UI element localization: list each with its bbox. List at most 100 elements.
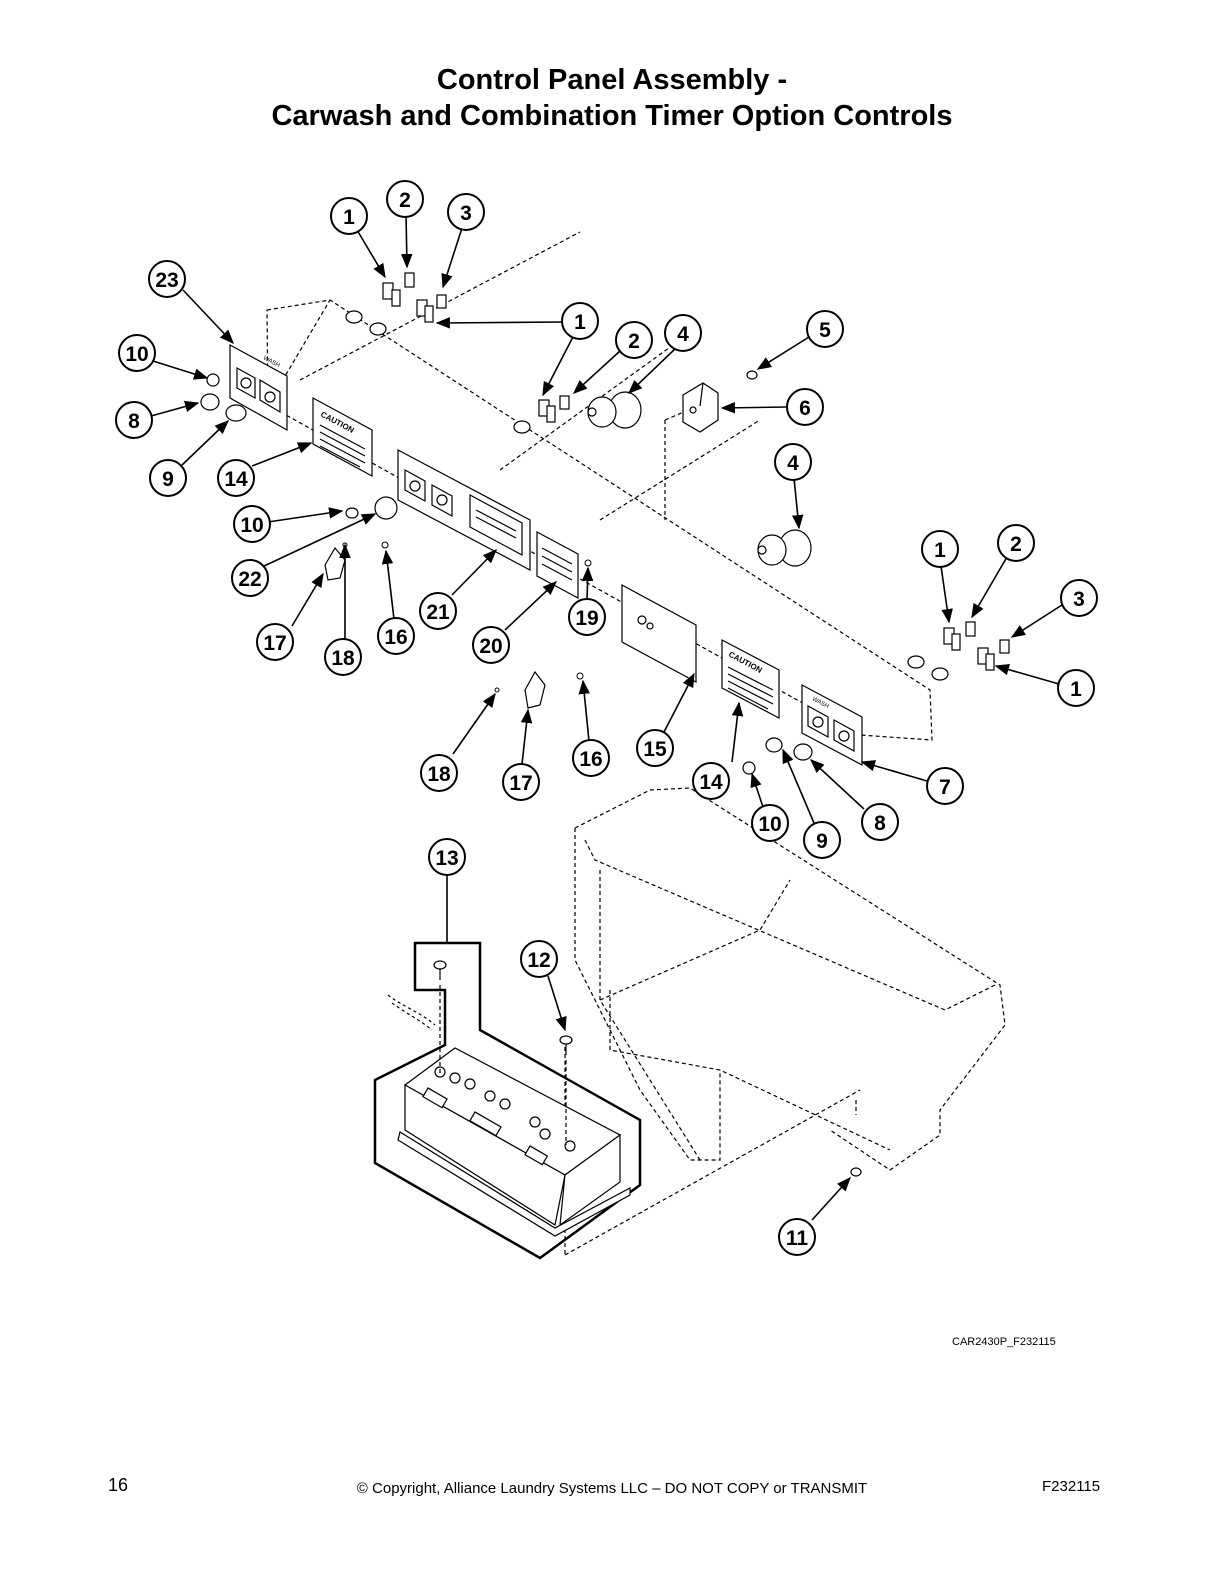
callout-14: 14 <box>217 459 255 497</box>
callout-17: 17 <box>256 623 294 661</box>
page-title: Control Panel Assembly - Carwash and Com… <box>0 62 1224 134</box>
svg-text:9: 9 <box>816 830 828 853</box>
svg-text:6: 6 <box>799 397 811 420</box>
right-control-plate <box>742 684 863 775</box>
control-panel-outline <box>266 231 933 741</box>
svg-text:19: 19 <box>575 607 598 630</box>
svg-text:18: 18 <box>331 647 355 670</box>
callout-8: 8 <box>115 401 153 439</box>
svg-text:17: 17 <box>263 632 286 655</box>
callout-18: 18 <box>324 638 362 676</box>
callout-3: 3 <box>447 193 485 231</box>
svg-text:5: 5 <box>819 319 831 342</box>
callout-21: 21 <box>419 592 457 630</box>
switch-group-left <box>345 272 570 434</box>
callout-12: 12 <box>520 940 558 978</box>
svg-text:11: 11 <box>786 1227 809 1250</box>
callout-22: 22 <box>231 559 269 597</box>
caution-label-upper <box>312 396 373 478</box>
svg-text:10: 10 <box>125 343 148 366</box>
callout-17: 17 <box>502 763 540 801</box>
svg-text:21: 21 <box>426 601 450 624</box>
callout-18: 18 <box>420 754 458 792</box>
callouts: 1 2 3 23 1 2 4 5 10 8 6 9 14 4 10 22 1 2… <box>115 180 1098 1256</box>
svg-text:3: 3 <box>1073 588 1085 611</box>
svg-text:14: 14 <box>224 468 248 491</box>
callout-2: 2 <box>997 524 1035 562</box>
document-number: F232115 <box>1042 1478 1101 1495</box>
svg-text:9: 9 <box>162 468 174 491</box>
callout-10: 10 <box>233 505 271 543</box>
callout-5: 5 <box>806 310 844 348</box>
callout-2: 2 <box>615 321 653 359</box>
svg-text:1: 1 <box>343 206 355 229</box>
callout-19: 19 <box>568 598 606 636</box>
svg-text:23: 23 <box>155 269 178 292</box>
switch-group-right <box>907 621 1010 681</box>
callout-13: 13 <box>428 838 466 876</box>
lower-control-plate <box>524 583 697 709</box>
callout-4: 4 <box>774 443 812 481</box>
caution-label-lower <box>721 639 780 719</box>
svg-text:12: 12 <box>527 949 550 972</box>
svg-text:10: 10 <box>758 813 781 836</box>
callout-1: 1 <box>921 530 959 568</box>
title-line-2: Carwash and Combination Timer Option Con… <box>271 100 953 132</box>
callout-7: 7 <box>926 767 964 805</box>
callout-20: 20 <box>472 626 510 664</box>
callout-1: 1 <box>330 197 368 235</box>
timer-enclosure <box>373 941 642 1260</box>
callout-14: 14 <box>692 762 730 800</box>
page-number: 16 <box>108 1475 129 1495</box>
callout-1: 1 <box>1057 669 1095 707</box>
svg-text:1: 1 <box>1070 678 1082 701</box>
svg-text:2: 2 <box>628 330 640 353</box>
svg-text:15: 15 <box>643 738 667 761</box>
svg-text:13: 13 <box>435 847 458 870</box>
callout-6: 6 <box>786 388 824 426</box>
svg-text:14: 14 <box>699 771 723 794</box>
callout-9: 9 <box>803 821 841 859</box>
svg-text:8: 8 <box>128 410 140 433</box>
callout-10: 10 <box>751 804 789 842</box>
callout-10: 10 <box>118 334 156 372</box>
cabinet-outline <box>564 787 1006 1256</box>
svg-text:1: 1 <box>574 311 586 334</box>
svg-text:17: 17 <box>509 772 532 795</box>
copyright-notice: © Copyright, Alliance Laundry Systems LL… <box>356 1480 868 1497</box>
timer-screws <box>387 960 862 1177</box>
svg-text:20: 20 <box>479 635 502 658</box>
svg-text:2: 2 <box>399 189 411 212</box>
svg-text:7: 7 <box>939 776 951 799</box>
timer-module <box>397 1047 631 1237</box>
svg-text:4: 4 <box>677 323 689 346</box>
drawing-id: CAR2430P_F232115 <box>952 1336 1056 1348</box>
leader-lines <box>150 213 1063 1221</box>
callout-2: 2 <box>386 180 424 218</box>
callout-4: 4 <box>664 314 702 352</box>
callout-16: 16 <box>377 617 415 655</box>
svg-text:10: 10 <box>240 514 263 537</box>
svg-text:22: 22 <box>238 568 261 591</box>
left-control-plate <box>200 343 288 432</box>
callout-9: 9 <box>149 459 187 497</box>
middle-control-plate <box>324 449 579 600</box>
callout-23: 23 <box>148 260 186 298</box>
svg-text:18: 18 <box>427 763 451 786</box>
svg-text:2: 2 <box>1010 533 1022 556</box>
svg-text:3: 3 <box>460 202 472 225</box>
callout-16: 16 <box>572 739 610 777</box>
svg-text:16: 16 <box>384 626 407 649</box>
svg-text:1: 1 <box>934 539 946 562</box>
callout-8: 8 <box>861 803 899 841</box>
callout-11: 11 <box>778 1218 816 1256</box>
timer-motors <box>587 370 812 567</box>
svg-text:16: 16 <box>579 748 602 771</box>
title-line-1: Control Panel Assembly - <box>436 64 788 96</box>
callout-1: 1 <box>561 302 599 340</box>
svg-text:8: 8 <box>874 812 886 835</box>
callout-15: 15 <box>636 729 674 767</box>
svg-text:4: 4 <box>787 452 799 475</box>
callout-3: 3 <box>1060 579 1098 617</box>
